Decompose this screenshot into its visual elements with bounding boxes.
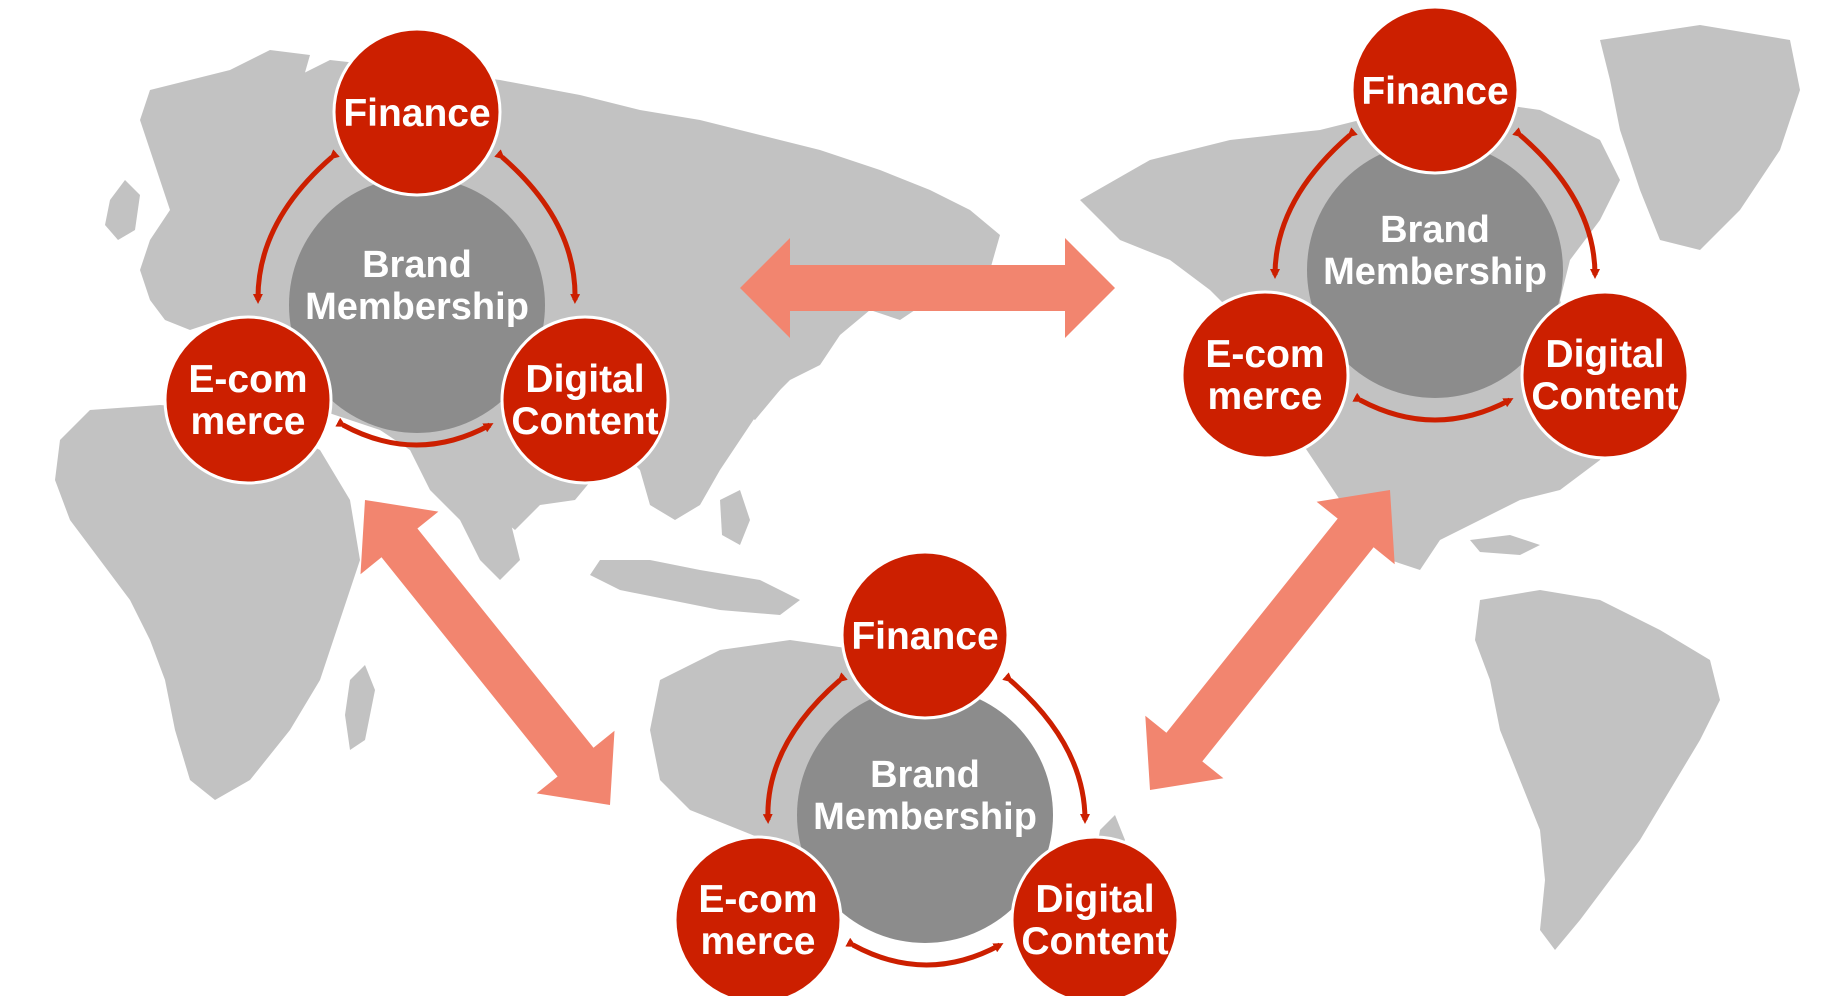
hub-label-line1: Brand <box>1380 209 1490 251</box>
landmass-south-america <box>1475 590 1720 950</box>
landmass-greenland <box>1600 25 1800 250</box>
ecommerce-node-circle <box>673 835 843 996</box>
clusters: BrandMembershipFinanceE-commerceDigitalC… <box>163 5 1690 996</box>
hub-label-line1: Brand <box>870 754 980 796</box>
cycle-arrow <box>252 149 340 304</box>
digital-content-node-label-line1: Digital <box>1545 333 1664 376</box>
digital-content-node-label-line2: Content <box>1531 375 1678 418</box>
landmass-indonesia <box>590 560 800 615</box>
landmass-madagascar <box>345 665 375 750</box>
cycle-arrow <box>335 417 494 448</box>
inter-region-links <box>740 238 1115 338</box>
finance-node-label: Finance <box>343 92 490 135</box>
ecommerce-node-label-line1: E-com <box>188 358 307 401</box>
finance-node: Finance <box>1350 5 1520 175</box>
finance-node-circle <box>1350 5 1520 175</box>
hub-label-line2: Membership <box>1323 251 1547 293</box>
finance-node-circle <box>840 550 1010 720</box>
ecommerce-node-circle <box>163 315 333 485</box>
cycle-arrow <box>1512 127 1600 279</box>
ecommerce-node-label-line2: merce <box>1208 375 1323 418</box>
finance-node-label: Finance <box>851 615 998 658</box>
cycle-arrow <box>494 149 581 304</box>
landmass-japan <box>740 320 810 420</box>
digital-content-node-label-line1: Digital <box>525 358 644 401</box>
double-headed-arrow <box>740 238 1115 338</box>
cycle-arrow <box>1002 672 1090 824</box>
landmass-caribbean <box>1470 535 1540 555</box>
digital-content-node-circle <box>1520 290 1690 460</box>
cycle-arrow <box>845 937 1004 968</box>
digital-content-node-label-line2: Content <box>511 400 658 443</box>
finance-node-label: Finance <box>1361 70 1508 113</box>
landmass-africa <box>55 405 360 800</box>
finance-node-circle <box>332 27 502 197</box>
ecommerce-node-label-line2: merce <box>191 400 306 443</box>
ecommerce-node-circle <box>1180 290 1350 460</box>
ecommerce-node-label-line1: E-com <box>698 878 817 921</box>
digital-content-node-circle <box>1010 835 1180 996</box>
hub-circle <box>797 687 1053 943</box>
ecommerce-node-label-line1: E-com <box>1205 333 1324 376</box>
landmass-india <box>410 450 520 580</box>
hub-circle <box>1307 142 1563 398</box>
cycle-arrows <box>762 672 1090 968</box>
hub-label-line2: Membership <box>305 286 529 328</box>
ecommerce-node-label-line2: merce <box>701 920 816 963</box>
hub-label-line2: Membership <box>813 796 1037 838</box>
hub-circle <box>289 177 545 433</box>
landmass-philippines <box>720 490 750 545</box>
digital-content-node-label-line2: Content <box>1021 920 1168 963</box>
cycle-arrow <box>762 672 848 824</box>
finance-node: Finance <box>332 27 502 197</box>
double-headed-arrow <box>1145 490 1395 790</box>
cycle-arrow <box>1270 127 1358 279</box>
hub-label-line1: Brand <box>362 244 472 286</box>
finance-node: Finance <box>840 550 1010 720</box>
digital-content-node-label-line1: Digital <box>1035 878 1154 921</box>
landmass-uk <box>105 180 140 240</box>
landmass-scandinavia <box>230 50 310 150</box>
cycle-arrows <box>252 149 581 448</box>
cycle-arrow <box>1352 392 1514 423</box>
double-headed-arrow <box>360 500 615 805</box>
cycle-arrows <box>1270 127 1600 423</box>
digital-content-node-circle <box>500 315 670 485</box>
